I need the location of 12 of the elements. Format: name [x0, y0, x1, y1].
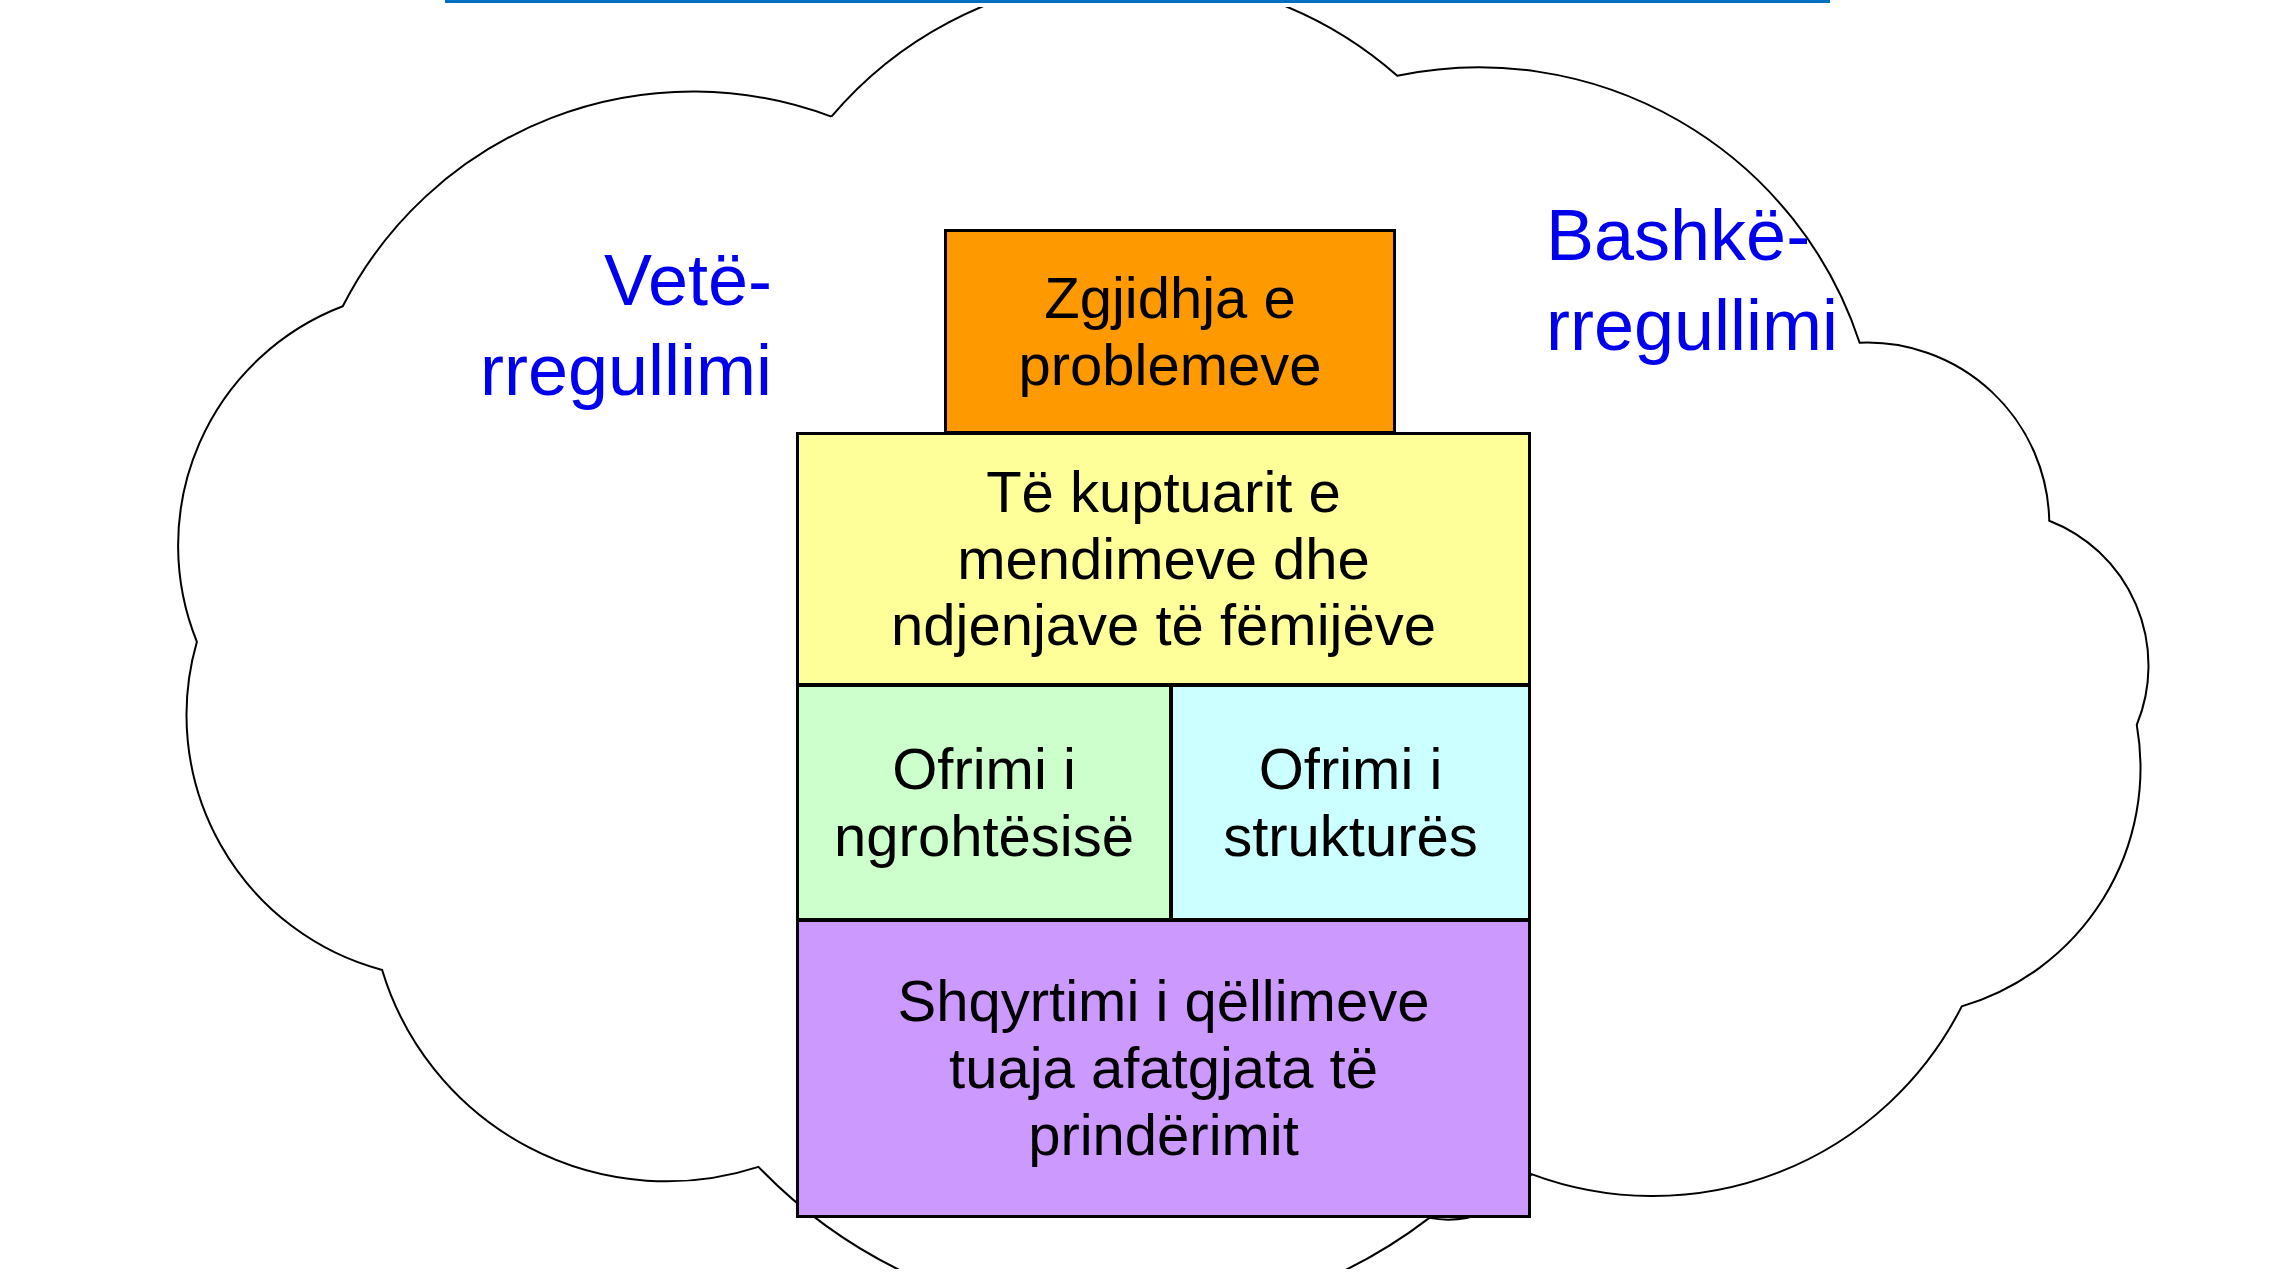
stack-block [796, 432, 1531, 686]
stack-block [1170, 684, 1531, 921]
cloud-label: Vetë- rregullimi [478, 239, 772, 412]
block-label: Të kuptuarit e mendimeve dhe ndjenjave të fëmijëve [890, 458, 1437, 660]
stack-block [944, 229, 1396, 434]
block-label: Ofrimi i strukturës [1222, 735, 1479, 870]
cloud-label: Bashkë- rregullimi [1546, 194, 1840, 367]
block-label: Shqyrtimi i qëllimeve tuaja afatgjata të prindërimit [896, 968, 1431, 1169]
stack-block [796, 919, 1531, 1218]
block-label: Ofrimi i ngrohtësisë [833, 735, 1135, 870]
stack-block [796, 684, 1172, 921]
block-label: Zgjidhja e problemeve [1017, 264, 1323, 399]
